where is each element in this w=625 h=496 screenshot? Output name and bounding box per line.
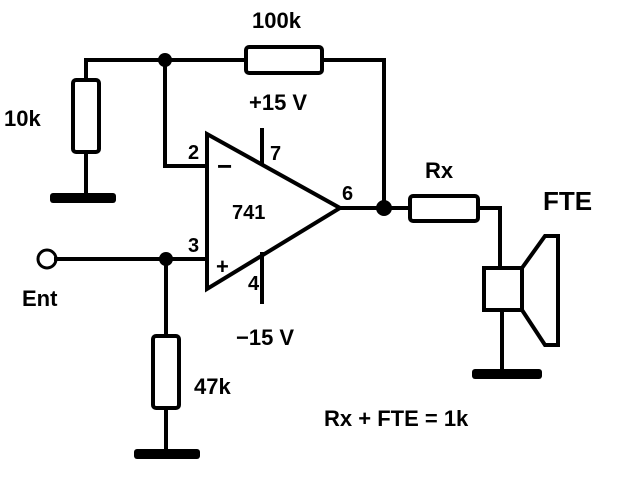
negative-supply-label: −15 V bbox=[236, 325, 294, 350]
note-rx-fte: Rx + FTE = 1k bbox=[324, 406, 469, 431]
opamp-741 bbox=[205, 130, 344, 293]
resistor-rx bbox=[408, 194, 480, 223]
pin-3-label: 3 bbox=[188, 235, 199, 257]
input-label: Ent bbox=[22, 286, 58, 311]
ground-symbol-10k bbox=[50, 193, 116, 203]
positive-supply-label: +15 V bbox=[249, 90, 307, 115]
resistor-100k bbox=[244, 45, 324, 75]
label-47k: 47k bbox=[194, 374, 231, 399]
opamp-label: 741 bbox=[232, 202, 265, 224]
label-100k: 100k bbox=[252, 8, 302, 33]
ground-symbol-47k bbox=[134, 449, 200, 459]
pin-7-label: 7 bbox=[270, 143, 281, 165]
ground-symbol-speaker bbox=[472, 369, 542, 379]
pin-4-label: 4 bbox=[248, 273, 260, 295]
label-10k: 10k bbox=[4, 106, 41, 131]
speaker-coil bbox=[482, 266, 524, 312]
plus-sign: + bbox=[216, 254, 229, 279]
label-rx: Rx bbox=[425, 158, 454, 183]
label-fte: FTE bbox=[543, 186, 592, 216]
junction-dot-inverting bbox=[158, 53, 172, 67]
pin-6-label: 6 bbox=[342, 183, 353, 205]
input-terminal bbox=[36, 248, 58, 270]
minus-sign: − bbox=[217, 151, 232, 181]
resistor-47k bbox=[151, 334, 181, 410]
speaker-cone bbox=[520, 234, 560, 347]
pin-2-label: 2 bbox=[188, 142, 199, 164]
resistor-10k bbox=[71, 78, 101, 154]
junction-dot-output bbox=[376, 200, 392, 216]
